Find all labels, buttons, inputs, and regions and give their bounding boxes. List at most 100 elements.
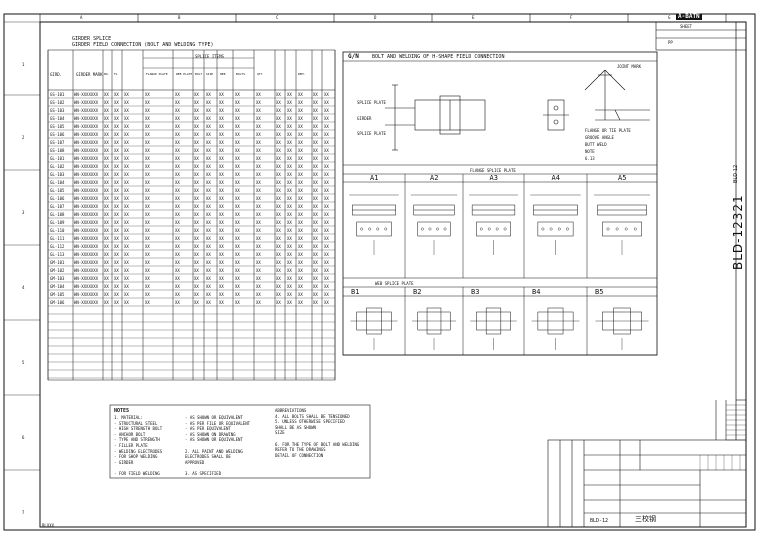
table-cell-value: XX [104,91,109,97]
table-cell-value: XX [124,139,129,145]
table-cell-value: XX [219,251,224,257]
table-cell-value: XX [114,147,119,153]
table-cell-value: XX [276,291,281,297]
table-cell-value: XX [145,203,150,209]
table-cell-value: XX [313,147,318,153]
table-cell-value: XX [276,179,281,185]
table-cell-value: XX [256,227,261,233]
table-cell-value: XX [287,251,292,257]
table-cell-value: XX [313,99,318,105]
table-cell-value: XX [276,203,281,209]
table-cell-value: XX [276,163,281,169]
table-cell-value: XX [104,147,109,153]
table-cell-value: XX [104,155,109,161]
label-note-a: NOTE [585,149,595,154]
table-cell-value: XX [206,195,211,201]
table-cell-value: XX [276,227,281,233]
table-cell-value: XX [313,131,318,137]
table-cell-value: XX [175,155,180,161]
table-cell-value: XX [235,147,240,153]
table-cell-value: XX [194,235,199,241]
table-cell-value: XX [114,291,119,297]
table-cell-value: XX [124,131,129,137]
table-cell-value: XX [256,219,261,225]
table-cell-value: XX [194,139,199,145]
table-cell-value: XX [114,187,119,193]
label-groove: GROOVE ANGLE [585,135,614,140]
table-cell-value: XX [256,267,261,273]
notes-line-2: - AS SHOWN OR EQUIVALENT [185,437,243,443]
table-cell-value: XX [276,275,281,281]
table-cell-value: XX [175,235,180,241]
table-cell-value: XX [313,115,318,121]
table-cell-value: XX [124,203,129,209]
table-cell-value: XX [104,291,109,297]
grid-row-label: 6 [22,435,25,440]
table-cell-value: XX [219,131,224,137]
table-cell-value: XX [114,155,119,161]
table-group-label: SPLICE ITEMS [195,54,224,59]
table-cell-value: XX [287,259,292,265]
grid-col-label: E [472,15,475,20]
table-cell-value: XX [313,227,318,233]
flange-splice-sketches [349,194,650,255]
table-cell-value: XX [324,267,329,273]
table-cell-value: XX [235,227,240,233]
table-cell-value: XX [235,251,240,257]
table-cell-member: HN-XXXXXXX [74,155,99,161]
flange-caption: FLANGE SPLICE PLATE [470,168,516,173]
table-cell-value: XX [175,299,180,305]
table-cell-member: HN-XXXXXXX [74,251,99,257]
table-cell-value: XX [104,123,109,129]
table-cell-value: XX [276,267,281,273]
table-cell-member: HN-XXXXXXX [74,243,99,249]
flange-splice-label: A4 [551,174,560,182]
table-cell-value: XX [276,195,281,201]
table-col-header: BOLTS [236,72,246,76]
table-cell-value: XX [276,219,281,225]
table-cell-value: XX [235,123,240,129]
table-cell-value: XX [114,299,119,305]
table-cell-value: XX [276,259,281,265]
table-col-header: FL [114,72,118,76]
table-cell-value: XX [104,259,109,265]
table-cell-member: HN-XXXXXXX [74,179,99,185]
table-cell-value: XX [276,131,281,137]
table-cell-value: XX [124,235,129,241]
table-cell-value: XX [124,219,129,225]
table-cell-value: XX [256,291,261,297]
table-cell-value: XX [194,91,199,97]
table-cell-value: XX [298,187,303,193]
label-butt-weld: BUTT WELD [585,142,607,147]
table-cell-member: HN-XXXXXXX [74,203,99,209]
table-cell-value: XX [276,91,281,97]
table-cell-value: XX [206,115,211,121]
splice-table-lines [47,49,336,381]
table-cell-value: XX [298,267,303,273]
sheet-title: 三校钢 [635,515,656,523]
flange-splice-label: A5 [618,174,627,182]
table-cell-value: XX [298,283,303,289]
table-cell-value: XX [104,139,109,145]
table-cell-value: XX [145,155,150,161]
table-cell-value: XX [219,155,224,161]
table-cell-value: XX [175,203,180,209]
table-cell-value: XX [114,283,119,289]
table-cell-value: XX [194,275,199,281]
table-cell-value: XX [235,155,240,161]
table-cell-value: XX [206,179,211,185]
table-cell-mark: GL-110 [50,227,65,233]
table-cell-value: XX [124,227,129,233]
table-cell-value: XX [276,139,281,145]
table-cell-value: XX [114,275,119,281]
table-cell-value: XX [298,219,303,225]
table-cell-value: XX [313,203,318,209]
table-cell-value: XX [235,91,240,97]
table-cell-value: XX [235,243,240,249]
notes-line-1: - FOR FIELD WELDING [114,471,160,476]
table-cell-value: XX [256,115,261,121]
notes-line-2: 2. ALL PAINT AND WELDING [185,448,243,454]
table-cell-value: XX [324,107,329,113]
table-cell-value: XX [114,139,119,145]
table-cell-value: XX [324,115,329,121]
